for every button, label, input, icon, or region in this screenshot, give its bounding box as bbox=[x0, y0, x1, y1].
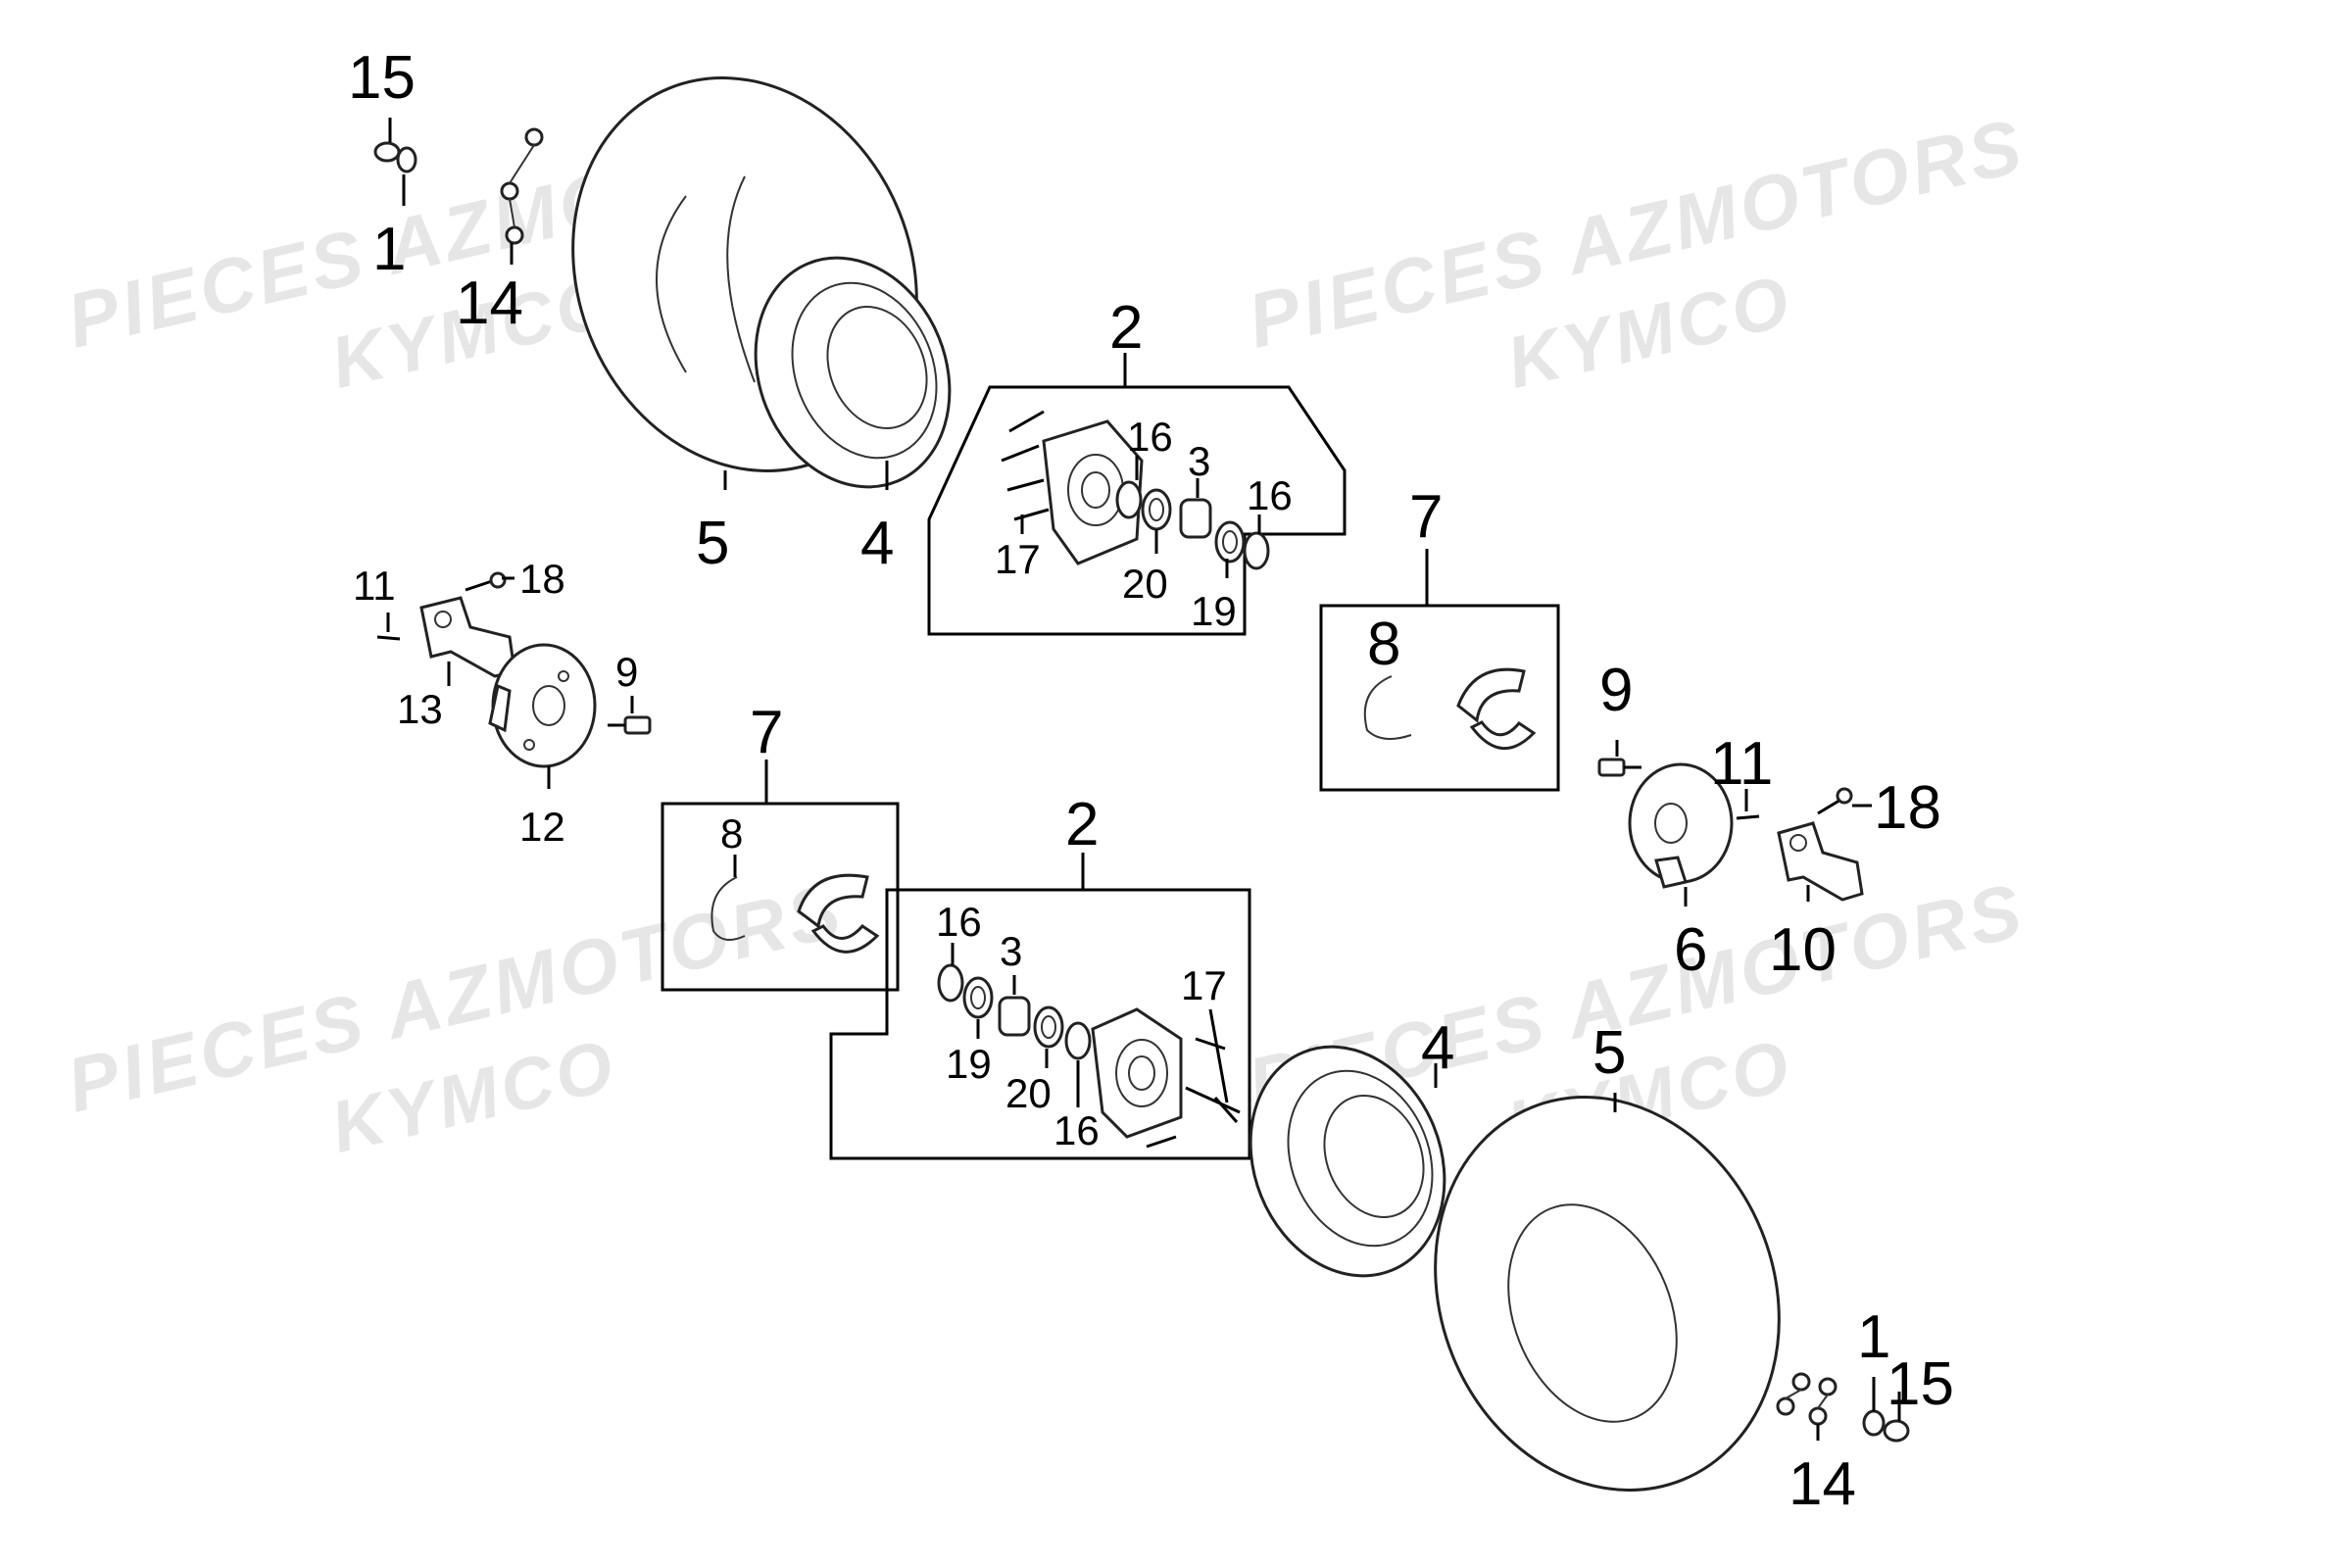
hub-assembly-frame-bottom bbox=[829, 888, 1251, 1160]
callout-14: 14 bbox=[1788, 1450, 1856, 1518]
callout-20: 20 bbox=[1122, 561, 1168, 607]
callout-8: 8 bbox=[720, 810, 743, 857]
hub-flange-bottom bbox=[1091, 1007, 1183, 1139]
callout-10: 10 bbox=[1769, 916, 1837, 984]
sensor-left bbox=[608, 715, 652, 735]
rim-bottom-right bbox=[1249, 1045, 1446, 1278]
callout-18: 18 bbox=[1874, 774, 1941, 842]
callout-16: 16 bbox=[936, 899, 982, 945]
studs-bottom bbox=[1146, 1037, 1241, 1149]
pin-left bbox=[376, 635, 401, 641]
callout-3: 3 bbox=[1000, 928, 1022, 974]
studs-top bbox=[1001, 410, 1050, 521]
brake-arm-left bbox=[419, 596, 516, 678]
callout-12: 12 bbox=[519, 804, 565, 850]
callout-7: 7 bbox=[1409, 483, 1443, 551]
callout-20: 20 bbox=[1005, 1070, 1052, 1116]
callout-7: 7 bbox=[750, 699, 783, 766]
callout-1: 1 bbox=[372, 216, 406, 283]
brake-shoe-box-left bbox=[661, 802, 900, 992]
sensor-right bbox=[1597, 758, 1642, 777]
brake-shoe-box-right bbox=[1319, 604, 1560, 792]
callout-19: 19 bbox=[1191, 588, 1237, 634]
callout-19: 19 bbox=[946, 1041, 992, 1087]
callout-11: 11 bbox=[353, 563, 396, 609]
bolt-left bbox=[465, 571, 507, 592]
brake-arm-right bbox=[1777, 821, 1864, 902]
callout-5: 5 bbox=[696, 510, 729, 577]
callout-17: 17 bbox=[1181, 962, 1227, 1008]
callout-3: 3 bbox=[1188, 438, 1210, 484]
wheel-nuts-top-left bbox=[500, 127, 544, 245]
callout-14: 14 bbox=[456, 270, 523, 337]
callout-16: 16 bbox=[1054, 1107, 1100, 1153]
bearings-bottom bbox=[937, 963, 1092, 1060]
tire-bottom-right bbox=[1434, 1096, 1781, 1492]
brake-shoes-left bbox=[797, 873, 880, 954]
callout-9: 9 bbox=[615, 649, 638, 695]
callout-16: 16 bbox=[1247, 472, 1293, 518]
brake-panel-right bbox=[1628, 762, 1734, 889]
pin-right bbox=[1736, 814, 1760, 820]
wheel-nuts-bottom-right bbox=[1776, 1372, 1838, 1426]
rim-top-left bbox=[754, 256, 952, 489]
callout-18: 18 bbox=[519, 556, 565, 602]
bearings-top bbox=[1115, 480, 1270, 570]
hub-assembly-frame-top bbox=[927, 385, 1347, 636]
callout-5: 5 bbox=[1592, 1019, 1626, 1087]
callout-9: 9 bbox=[1599, 657, 1633, 724]
callout-2: 2 bbox=[1065, 791, 1099, 858]
callout-15: 15 bbox=[348, 44, 416, 112]
hub-flange-top bbox=[1042, 419, 1144, 565]
washer-nut-top-left bbox=[373, 141, 417, 173]
callout-1: 1 bbox=[1857, 1303, 1890, 1371]
callout-15: 15 bbox=[1886, 1350, 1954, 1418]
callout-4: 4 bbox=[1421, 1014, 1454, 1082]
callout-16: 16 bbox=[1127, 414, 1173, 460]
washer-nut-bottom-right bbox=[1862, 1409, 1910, 1443]
spring-right bbox=[1363, 675, 1412, 740]
callout-8: 8 bbox=[1367, 611, 1400, 678]
brake-panel-left bbox=[488, 643, 597, 768]
callout-11: 11 bbox=[1710, 730, 1773, 798]
bolt-right bbox=[1817, 787, 1853, 815]
callout-4: 4 bbox=[860, 510, 894, 577]
callout-13: 13 bbox=[397, 686, 443, 732]
callout-6: 6 bbox=[1674, 916, 1707, 984]
callout-2: 2 bbox=[1109, 294, 1143, 362]
spring-left bbox=[710, 876, 746, 941]
brake-shoes-right bbox=[1456, 667, 1537, 750]
callout-17: 17 bbox=[995, 536, 1041, 582]
